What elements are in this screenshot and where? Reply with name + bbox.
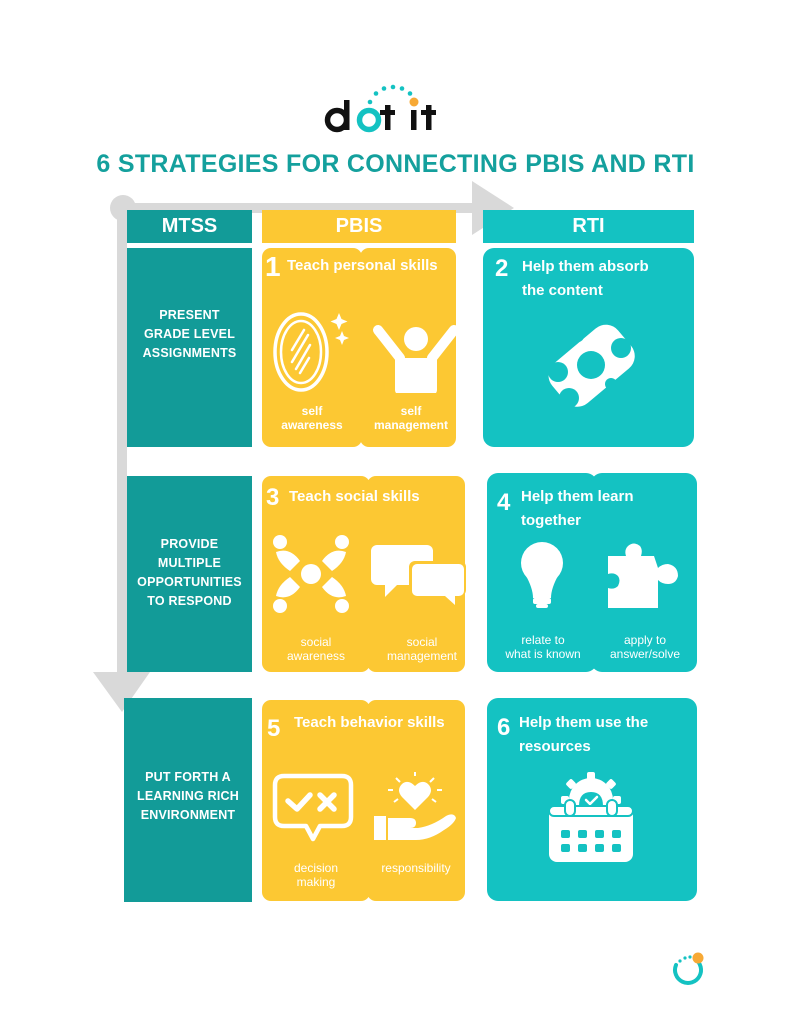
arrow-down-head <box>93 672 150 712</box>
sponge-icon <box>536 310 646 420</box>
lightbulb-icon <box>519 540 565 612</box>
strategy-number: 5 <box>267 715 281 742</box>
mtss-label-line: MULTIPLE <box>157 556 222 570</box>
header-mtss: MTSS <box>127 210 252 243</box>
item-label-responsibility: responsibility <box>381 861 451 875</box>
header-pbis: PBIS <box>262 210 456 243</box>
logo-dots-arc-icon <box>324 84 436 133</box>
mtss-row-3: PUT FORTH A LEARNING RICH ENVIRONMENT <box>124 698 252 902</box>
strategy-number: 2 <box>495 255 509 282</box>
mtss-row-1: PRESENT GRADE LEVEL ASSIGNMENTS <box>127 248 252 447</box>
mtss-row-2: PROVIDE MULTIPLE OPPORTUNITIES TO RESPON… <box>127 476 252 672</box>
strategy-number: 6 <box>497 714 511 741</box>
pbis-card-1a <box>262 248 362 447</box>
mtss-label-line: ASSIGNMENTS <box>142 346 237 360</box>
mtss-label-line: PRESENT <box>159 308 220 322</box>
dot-it-logo <box>322 78 462 134</box>
arrow-right-head <box>472 181 514 235</box>
header-rti: RTI <box>483 210 694 243</box>
page-title: 6 STRATEGIES FOR CONNECTING PBIS AND RTI <box>96 150 695 178</box>
mtss-label-line: GRADE LEVEL <box>143 327 236 341</box>
calendar-gear-icon <box>545 770 637 865</box>
mtss-label-line: OPPORTUNITIES <box>137 575 242 589</box>
heart-in-hand-icon <box>372 770 460 845</box>
mtss-label-line: ENVIRONMENT <box>140 807 236 822</box>
strategy-number: 3 <box>266 484 280 511</box>
puzzle-piece-icon <box>606 538 681 610</box>
group-circle-icon <box>270 533 352 615</box>
chat-bubbles-icon <box>371 545 466 607</box>
strategy-number: 1 <box>265 251 281 282</box>
strategy-title: Teach behavior skills <box>294 714 445 731</box>
person-arms-raised-icon <box>370 318 462 393</box>
mtss-label-line: LEARNING RICH <box>137 788 239 803</box>
strategy-number: 4 <box>497 489 511 516</box>
mtss-label-line: PUT FORTH A <box>145 769 231 784</box>
mtss-label-line: TO RESPOND <box>147 594 232 608</box>
check-x-speech-bubble-icon <box>272 773 354 851</box>
strategy-title: Teach personal skills <box>287 257 438 274</box>
strategy-title: Teach social skills <box>289 488 420 505</box>
mtss-label-line: PROVIDE <box>160 537 219 551</box>
dot-it-logo-mark-icon <box>668 948 708 988</box>
mirror-icon <box>272 305 357 400</box>
